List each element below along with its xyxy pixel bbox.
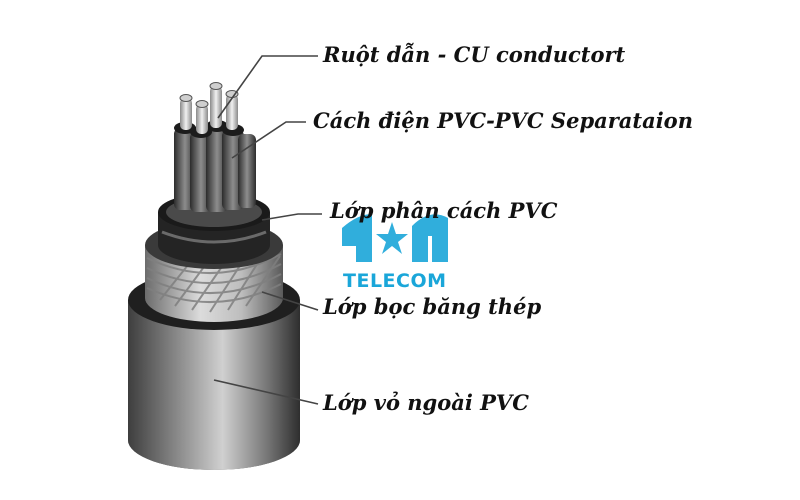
leader-lines <box>213 55 322 405</box>
label-conductor: Ruột dẫn - CU conductort <box>323 42 626 67</box>
telecom-logo <box>342 214 448 262</box>
label-insulation: Cách điện PVC-PVC Separataion <box>313 108 693 133</box>
label-separator: Lớp phân cách PVC <box>330 198 558 223</box>
insulated-cores <box>174 120 256 212</box>
logo-star <box>376 222 408 254</box>
leader-line-conductor <box>217 55 318 119</box>
leader-line-insulation <box>231 121 306 159</box>
logo-text: TELECOM <box>343 270 447 292</box>
leader-line-separator <box>261 213 322 221</box>
label-steel-armor: Lớp bọc băng thép <box>323 294 542 319</box>
logo-h-left <box>342 214 372 262</box>
leader-line-armor <box>261 291 319 311</box>
logo-n-right <box>412 214 448 262</box>
label-outer-sheath: Lớp vỏ ngoài PVC <box>323 390 529 415</box>
leader-line-sheath <box>213 379 319 405</box>
